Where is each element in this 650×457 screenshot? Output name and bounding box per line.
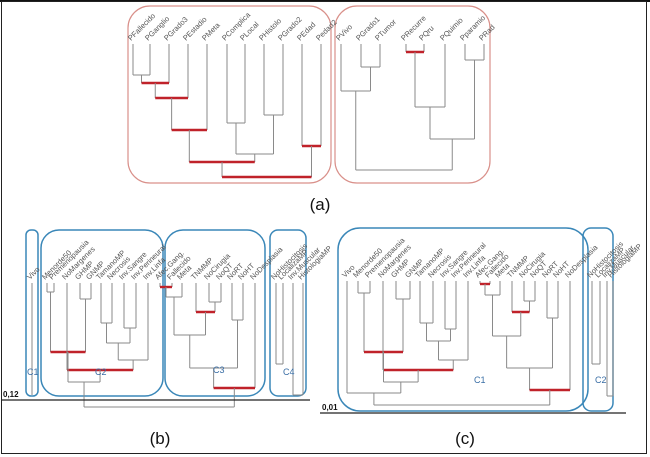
panel-a-leaf-labels: PFallecidoPGanglioPGrado3PEstadioPMetaPC… <box>126 10 497 43</box>
panel-b-leaf-labels: VivoMenorde50PremenopausiaNoMargenesGHMP… <box>25 237 334 281</box>
panel-b-leaf-label: Vivo <box>25 265 42 282</box>
panel-a-right-group-frame <box>334 5 491 184</box>
panel-b-cluster-c4-frame <box>269 229 307 397</box>
panel-b-scale-label: 0,12 <box>3 390 19 399</box>
panel-b-cluster-c2-frame <box>40 229 164 397</box>
panel-b-label: (b) <box>150 429 171 448</box>
panel-c-leaf-labels: VivoMenorde50PremenopausiaNoMargenesGHMP… <box>340 235 644 279</box>
panel-a-label: (a) <box>310 195 331 214</box>
panel-b-dendrogram <box>31 283 304 408</box>
panel-c-label: (c) <box>455 429 475 448</box>
panel-a-left-group-frame <box>127 5 332 184</box>
panel-a-dendrogram <box>132 44 485 179</box>
panel-b-cluster-label-c3: C3 <box>213 365 225 375</box>
panel-b-cluster-label-c1: C1 <box>27 367 39 377</box>
panel-c-cluster-label-c1: C1 <box>474 375 486 385</box>
panel-b-cluster-c1-frame <box>25 229 39 397</box>
panel-b-cluster-c3-frame <box>164 229 266 397</box>
panel-c-cluster-c1-frame <box>337 227 589 412</box>
panel-c-cluster-label-c2: C2 <box>595 375 607 385</box>
panel-b-cluster-label-c2: C2 <box>95 367 107 377</box>
panel-c-scale-label: 0,01 <box>322 403 338 412</box>
panel-c-dendrogram <box>346 281 614 406</box>
panel-b-cluster-label-c4: C4 <box>283 367 295 377</box>
